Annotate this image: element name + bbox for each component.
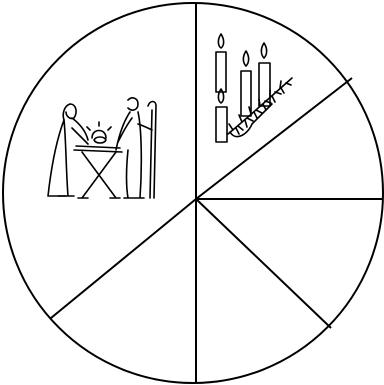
wheel-outline — [3, 3, 383, 383]
